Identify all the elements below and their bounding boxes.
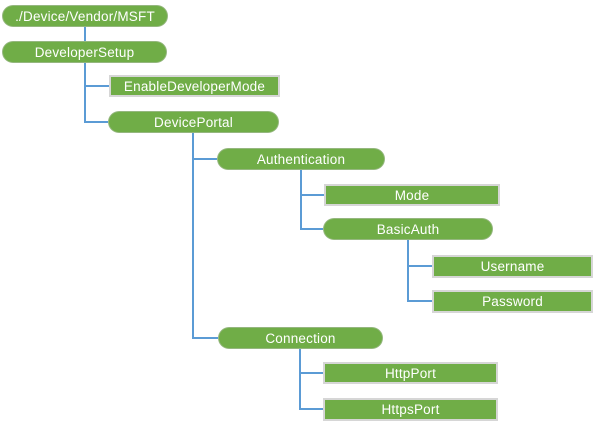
connector-branch-httpport bbox=[299, 372, 323, 374]
node-username-label: Username bbox=[480, 259, 545, 274]
node-connection: Connection bbox=[218, 327, 383, 349]
node-developersetup-label: DeveloperSetup bbox=[34, 44, 135, 60]
connector-branch-username bbox=[407, 265, 432, 267]
node-enabledevelopermode: EnableDeveloperMode bbox=[109, 75, 280, 97]
connector-branch-basicauth bbox=[300, 228, 323, 230]
connector-authentication-trunk bbox=[300, 170, 302, 230]
node-httpsport: HttpsPort bbox=[323, 398, 498, 421]
connector-deviceportal-trunk bbox=[192, 133, 194, 339]
connector-root-to-developersetup bbox=[84, 27, 86, 42]
node-basicauth-label: BasicAuth bbox=[376, 221, 440, 237]
node-mode: Mode bbox=[324, 184, 500, 206]
node-password-label: Password bbox=[482, 294, 543, 309]
node-root-label: ./Device/Vendor/MSFT bbox=[15, 8, 155, 24]
connector-branch-connection bbox=[192, 337, 218, 339]
node-enabledevelopermode-label: EnableDeveloperMode bbox=[123, 78, 266, 94]
node-authentication: Authentication bbox=[217, 148, 385, 170]
node-basicauth: BasicAuth bbox=[323, 218, 493, 240]
connector-branch-authentication bbox=[192, 158, 217, 160]
node-developersetup: DeveloperSetup bbox=[2, 41, 167, 63]
connector-branch-httpsport bbox=[299, 408, 323, 410]
node-connection-label: Connection bbox=[265, 330, 336, 346]
connector-branch-enabledevelopermode bbox=[84, 85, 109, 87]
node-httpsport-label: HttpsPort bbox=[381, 402, 440, 417]
node-username: Username bbox=[432, 255, 593, 278]
node-password: Password bbox=[432, 290, 593, 313]
node-deviceportal: DevicePortal bbox=[108, 111, 279, 133]
node-httpport: HttpPort bbox=[323, 362, 498, 384]
node-deviceportal-label: DevicePortal bbox=[154, 114, 233, 130]
node-mode-label: Mode bbox=[394, 187, 430, 203]
connector-developersetup-trunk bbox=[84, 63, 86, 123]
node-root: ./Device/Vendor/MSFT bbox=[2, 5, 168, 27]
connector-connection-trunk bbox=[299, 349, 301, 410]
connector-branch-deviceportal bbox=[84, 121, 108, 123]
connector-basicauth-trunk bbox=[407, 240, 409, 302]
node-authentication-label: Authentication bbox=[256, 151, 346, 167]
connector-branch-password bbox=[407, 300, 432, 302]
connector-branch-mode bbox=[300, 194, 324, 196]
node-httpport-label: HttpPort bbox=[384, 365, 437, 381]
